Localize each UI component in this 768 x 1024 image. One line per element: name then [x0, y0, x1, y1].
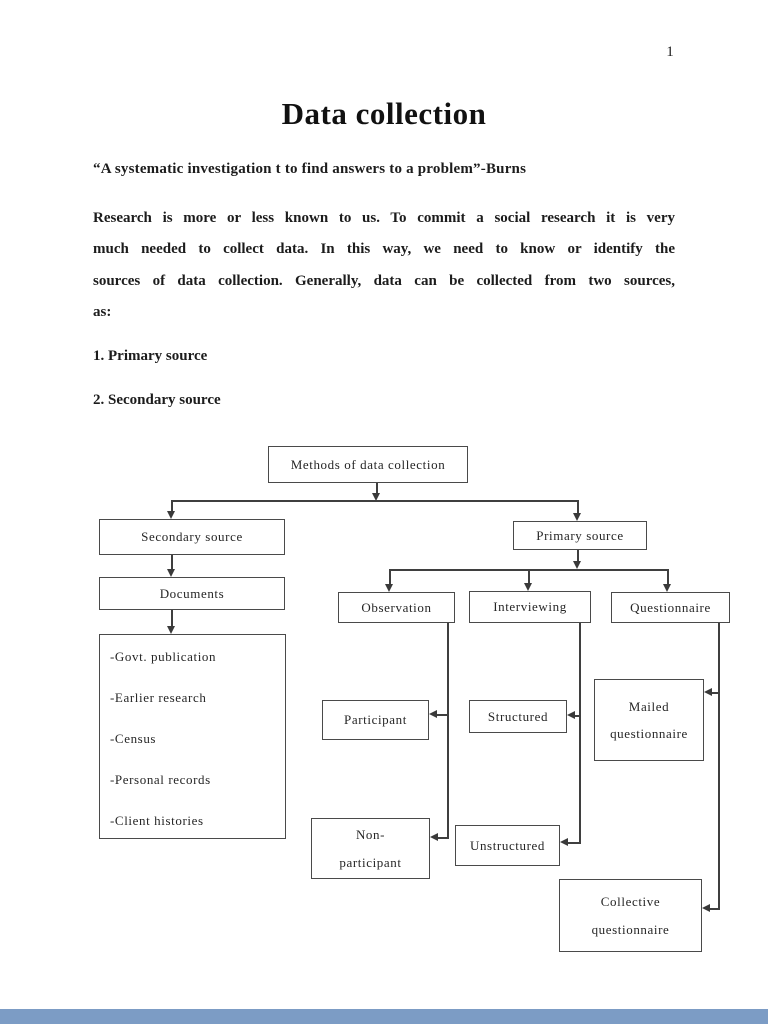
node-primary-source: Primary source [513, 521, 647, 550]
arrowhead-left [704, 688, 712, 696]
connector-line [577, 550, 579, 561]
node-label: Primary source [536, 527, 624, 543]
viewer-footer-bar [0, 1009, 768, 1024]
node-label: Documents [159, 585, 225, 601]
quote-text: “A systematic investigation t to find an… [93, 161, 527, 177]
node-label: Observation [361, 599, 432, 615]
list-item: -Client histories [110, 813, 204, 828]
node-label: Questionnaire [630, 599, 711, 615]
arrowhead-left [702, 904, 710, 912]
node-methods-of-data-collection: Methods of data collection [268, 446, 468, 483]
numbered-item-primary: 1. Primary source [93, 348, 208, 364]
connector-line [577, 500, 579, 513]
paragraph-line: as: [93, 304, 112, 321]
node-non-participant: Non- participant [311, 818, 430, 879]
node-label: Secondary source [141, 529, 243, 545]
arrowhead-down [385, 584, 393, 592]
arrowhead-left [560, 838, 568, 846]
connector-line [712, 692, 720, 694]
node-participant: Participant [322, 700, 429, 740]
connector-line [447, 623, 449, 839]
node-secondary-source: Secondary source [99, 519, 285, 555]
node-label: Collective questionnaire [591, 894, 670, 937]
body-paragraph: Research is more or less known to us. To… [93, 203, 675, 329]
node-label: Methods of data collection [290, 456, 446, 472]
connector-line [575, 715, 581, 717]
node-label: Interviewing [493, 599, 567, 615]
connector-line [376, 483, 378, 493]
connector-line [667, 569, 669, 584]
arrowhead-down [167, 511, 175, 519]
connector-line [171, 610, 173, 626]
connector-line [710, 908, 720, 910]
connector-line [528, 569, 530, 583]
connector-line [579, 623, 581, 844]
connector-line [389, 569, 391, 584]
connector-line [437, 714, 448, 716]
paragraph-line: much needed to collect data. In this way… [93, 241, 675, 258]
node-document-types-list: -Govt. publication -Earlier research -Ce… [99, 634, 286, 839]
connector-line [172, 500, 579, 502]
arrowhead-left [429, 710, 437, 718]
connector-line [390, 569, 669, 571]
node-label: Unstructured [469, 837, 546, 853]
node-label: Structured [487, 708, 549, 724]
document-title: Data collection [281, 96, 487, 131]
node-label: Mailed questionnaire [610, 698, 688, 741]
arrowhead-down [573, 513, 581, 521]
arrowhead-down [524, 583, 532, 591]
arrowhead-down [167, 626, 175, 634]
connector-line [171, 555, 173, 569]
numbered-item-secondary: 2. Secondary source [93, 392, 221, 408]
arrowhead-down [372, 493, 380, 501]
node-label: Non- participant [339, 827, 402, 870]
node-unstructured: Unstructured [455, 825, 560, 866]
node-questionnaire: Questionnaire [611, 592, 730, 623]
list-item: -Govt. publication [110, 649, 217, 664]
arrowhead-down [573, 561, 581, 569]
node-documents: Documents [99, 577, 285, 610]
list-item: -Personal records [110, 772, 211, 787]
node-label: Participant [344, 712, 407, 728]
list-item: -Earlier research [110, 690, 207, 705]
node-observation: Observation [338, 592, 455, 623]
node-collective-questionnaire: Collective questionnaire [559, 879, 702, 952]
list-item: -Census [110, 731, 157, 746]
arrowhead-left [567, 711, 575, 719]
connector-line [718, 623, 720, 910]
connector-line [171, 500, 173, 511]
arrowhead-down [167, 569, 175, 577]
connector-line [568, 842, 581, 844]
paragraph-line: Research is more or less known to us. To… [93, 210, 675, 226]
node-mailed-questionnaire: Mailed questionnaire [594, 679, 704, 761]
paragraph-line: sources of data collection. Generally, d… [93, 272, 675, 289]
arrowhead-left [430, 833, 438, 841]
connector-line [438, 837, 449, 839]
node-structured: Structured [469, 700, 567, 733]
node-interviewing: Interviewing [469, 591, 591, 623]
arrowhead-down [663, 584, 671, 592]
page-number: 1 [666, 44, 674, 60]
